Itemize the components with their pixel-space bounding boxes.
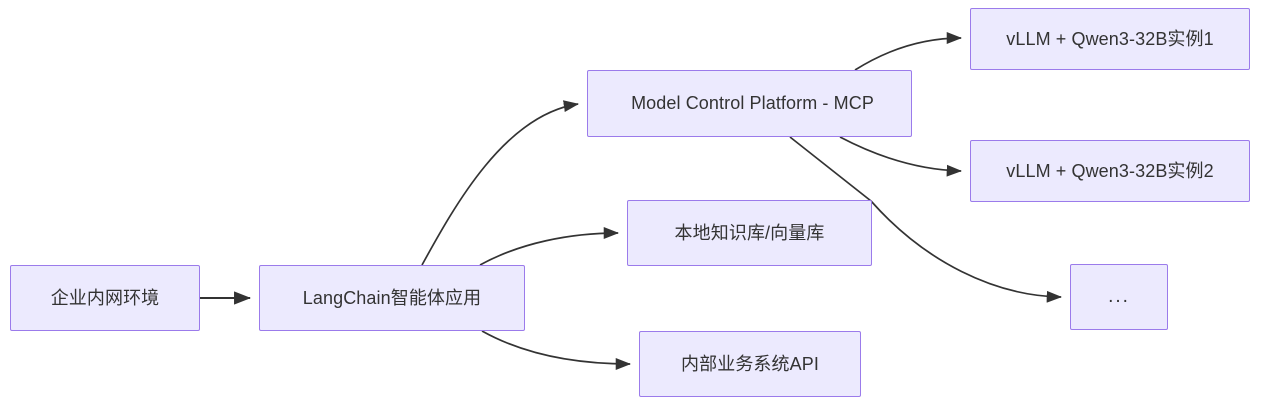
node-vllm-instance-2[interactable]: vLLM + Qwen3-32B实例2 [970, 140, 1250, 202]
node-vllm-instance-1[interactable]: vLLM + Qwen3-32B实例1 [970, 8, 1250, 70]
node-vllm-instance-1-label: vLLM + Qwen3-32B实例1 [1006, 28, 1214, 49]
node-ellipsis-more-label: ... [1108, 286, 1130, 307]
node-local-knowledge-base[interactable]: 本地知识库/向量库 [627, 200, 872, 266]
edge-langchain-api [481, 330, 632, 370]
node-internal-business-api[interactable]: 内部业务系统API [639, 331, 861, 397]
node-langchain-agent-app-label: LangChain智能体应用 [302, 287, 482, 308]
node-langchain-agent-app[interactable]: LangChain智能体应用 [259, 265, 525, 331]
node-ellipsis-more[interactable]: ... [1070, 264, 1168, 330]
node-model-control-platform[interactable]: Model Control Platform - MCP [587, 70, 912, 137]
node-vllm-instance-2-label: vLLM + Qwen3-32B实例2 [1006, 160, 1214, 181]
node-internal-business-api-label: 内部业务系统API [681, 353, 819, 374]
node-intranet-label: 企业内网环境 [50, 287, 160, 308]
edge-langchain-knowledge [479, 227, 620, 266]
edge-mcp-vllm1 [854, 32, 963, 71]
node-local-knowledge-base-label: 本地知识库/向量库 [674, 222, 825, 243]
edge-mcp-vllm2 [839, 136, 963, 177]
node-intranet[interactable]: 企业内网环境 [10, 265, 200, 331]
edge-langchain-mcp [421, 100, 580, 266]
node-model-control-platform-label: Model Control Platform - MCP [631, 93, 874, 114]
